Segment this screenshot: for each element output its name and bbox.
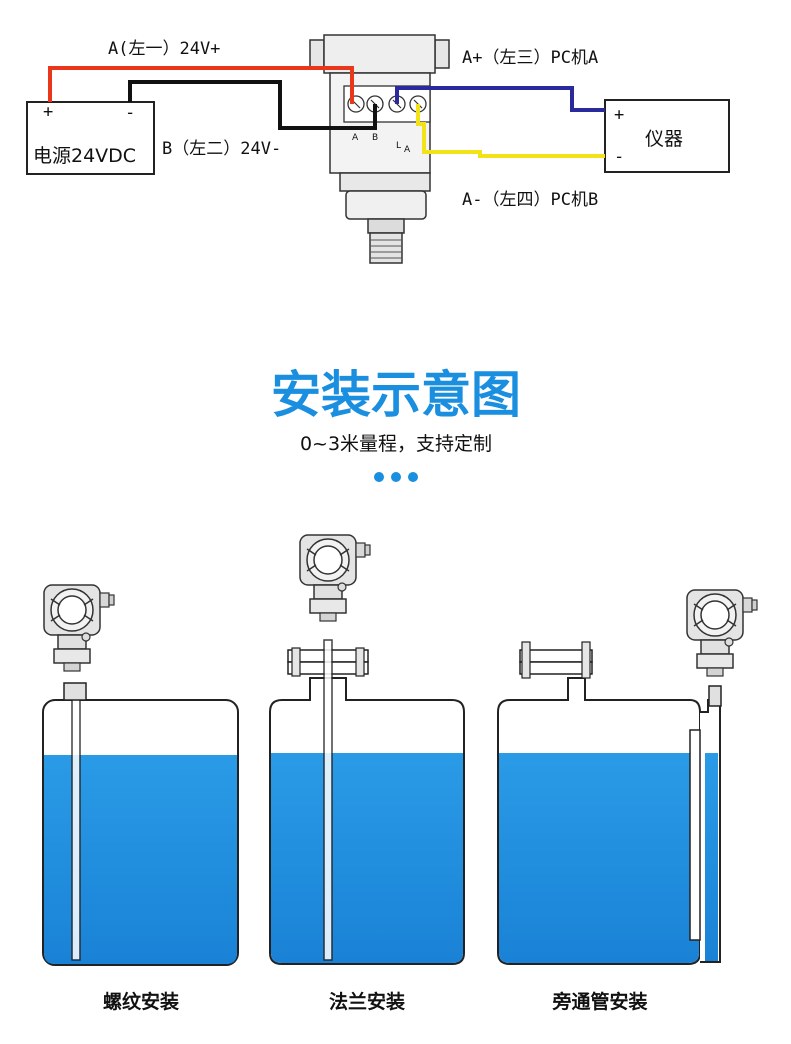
tank-threaded xyxy=(42,584,239,966)
caption-flange: 法兰安装 xyxy=(329,990,405,1013)
page-subtitle: 0~3米量程，支持定制 xyxy=(300,433,492,455)
power-supply-box xyxy=(26,101,155,175)
dots-divider xyxy=(374,472,418,482)
page-title: 安装示意图 xyxy=(271,366,521,424)
tank-flange xyxy=(269,534,465,965)
caption-threaded: 螺纹安装 xyxy=(103,990,179,1013)
terminal-la: A xyxy=(404,145,411,155)
wire-yellow xyxy=(416,104,605,158)
wire-black xyxy=(128,80,377,130)
wiring-diagram: + - 电源24VDC + - 仪器 A B L A xyxy=(26,34,730,264)
label-b-24v-minus: B（左二）24V- xyxy=(162,139,281,159)
tank-bypass xyxy=(497,589,758,965)
terminal-l: L xyxy=(396,141,401,151)
terminal-a: A xyxy=(352,133,359,143)
instrument-plus-sign: + xyxy=(614,105,624,125)
wire-red xyxy=(48,66,354,104)
label-a-24v-plus: A(左一）24V+ xyxy=(108,39,220,59)
terminal-b: B xyxy=(372,133,378,143)
instrument-label: 仪器 xyxy=(645,128,683,150)
power-supply-label: 电源24VDC xyxy=(33,145,136,167)
label-pc-b: A-（左四）PC机B xyxy=(462,190,598,210)
wire-blue xyxy=(395,86,605,112)
power-plus-sign: + xyxy=(43,102,53,122)
transmitter-body: A B L A xyxy=(309,34,450,264)
power-minus-sign: - xyxy=(125,103,135,123)
label-pc-a: A+（左三）PC机A xyxy=(462,48,598,68)
caption-bypass: 旁通管安装 xyxy=(551,990,647,1013)
instrument-box xyxy=(604,99,730,173)
instrument-minus-sign: - xyxy=(614,147,624,167)
